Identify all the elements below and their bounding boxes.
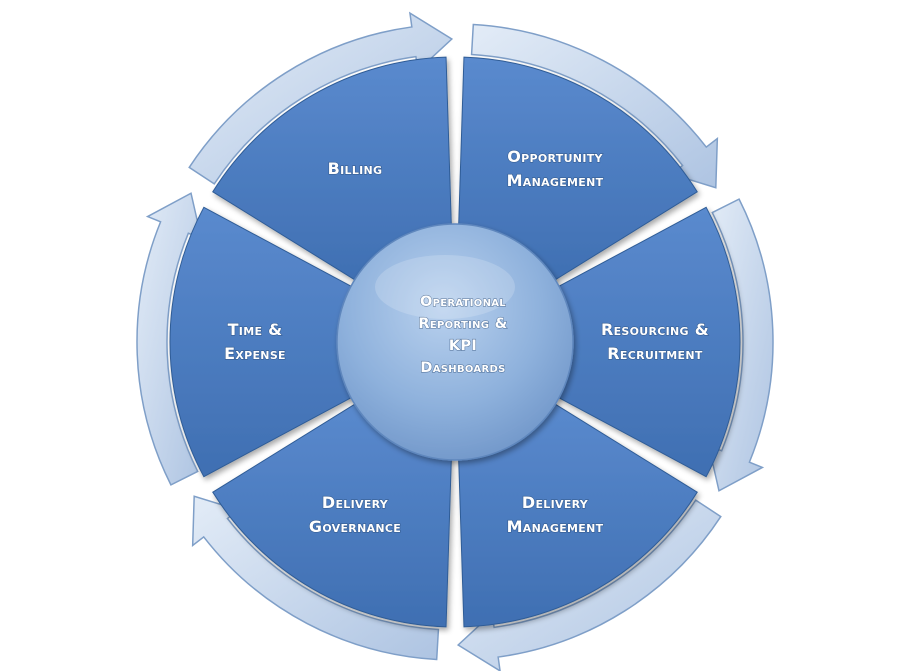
segment-delivery-governance [212,398,453,628]
segment-delivery-management [457,398,698,628]
segment-label-line: Management [507,171,604,190]
segment-label-time-expense: Time & Expense [224,320,286,363]
segment-label-line: Delivery [522,493,589,512]
segment-time-expense [169,206,361,478]
hub-label-line: Operational [420,294,506,310]
hub-highlight [375,255,515,319]
cycle-arrow-time-expense [136,192,203,486]
segment-label-line: Resourcing & [601,320,709,339]
segment-billing [212,56,453,286]
cycle-arrow-opportunity-management [470,23,719,189]
cycle-arrow-resourcing-recruitment [707,198,774,492]
segment-label-line: Opportunity [507,147,603,166]
cycle-arrows [136,11,774,671]
segment-label-line: Time & [228,320,283,339]
segment-label-line: Expense [224,344,286,363]
hub-label-line: Reporting & [418,316,507,332]
segment-label-resourcing-recruitment: Resourcing & Recruitment [601,320,709,363]
segment-label-line: Recruitment [607,344,703,363]
segment-label-line: Governance [309,517,401,536]
segments [169,56,741,628]
segment-label-line: Delivery [322,493,389,512]
segment-label-billing: Billing [328,159,383,178]
hub [336,223,574,461]
hub-circle [336,223,574,461]
cycle-arrow-delivery-governance [191,495,440,661]
segment-opportunity-management [457,56,698,286]
segment-resourcing-recruitment [549,206,741,478]
hub-label-line: Dashboards [420,360,505,376]
segment-label-line: Management [507,517,604,536]
cycle-arrow-billing [188,11,454,185]
segment-label-line: Billing [328,159,383,178]
hub-label-line: KPI [449,338,477,354]
